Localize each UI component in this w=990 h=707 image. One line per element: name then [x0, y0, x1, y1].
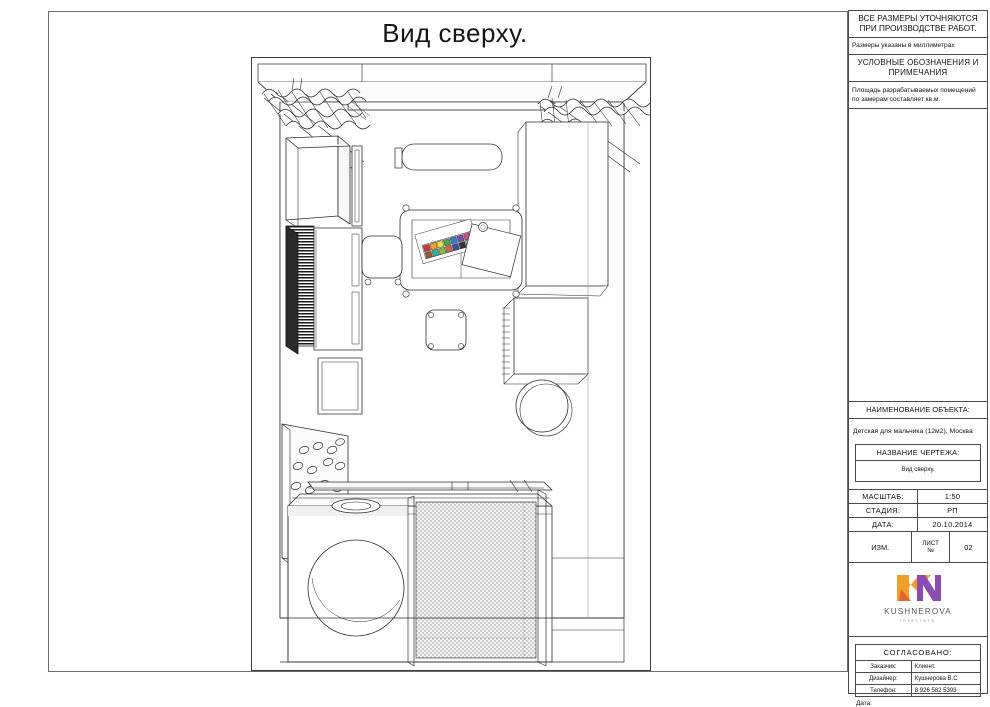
round-rug — [331, 498, 381, 514]
drawing-name-value: Вид сверху. — [901, 466, 935, 473]
page-title: Вид сверху. — [382, 18, 528, 48]
stage-label: СТАДИЯ: — [849, 504, 918, 517]
client-label: Заказчик: — [856, 661, 912, 672]
bunk-bed — [287, 479, 624, 667]
floor-plan-viewport — [251, 57, 651, 671]
object-name: Детская для мальчика (12м2), Москва — [853, 428, 973, 435]
drawing-name-header: НАЗВАНИЕ ЧЕРТЕЖА: — [856, 445, 980, 461]
title-block: ВСЕ РАЗМЕРЫ УТОЧНЯЮТСЯ ПРИ ПРОИЗВОДСТВЕ … — [848, 10, 988, 707]
left-wall-cabinets — [285, 135, 363, 415]
approval-header: СОГЛАСОВАНО: — [856, 645, 980, 661]
legend-header: УСЛОВНЫЕ ОБОЗНАЧЕНИЯ И ПРИМЕЧАНИЯ — [849, 55, 987, 82]
date-label: ДАТА: — [849, 518, 918, 531]
sheet-label-line1: ЛИСТ — [922, 539, 939, 547]
designer-value: Кушнерова В.С — [914, 675, 958, 682]
scale-label: МАСШТАБ: — [849, 490, 918, 503]
floor-plan-drawing — [257, 63, 650, 667]
phone-value: 8 926 582 5393 — [914, 687, 957, 694]
window-top — [347, 101, 555, 111]
designer-row: Дизайнер: Кушнерова В.С — [856, 673, 980, 685]
sheet-number: 02 — [964, 542, 973, 552]
notes-units: Размеры указаны в миллиметрах — [849, 38, 987, 55]
desk-chair — [361, 235, 403, 286]
drawing-name-box: НАЗВАНИЕ ЧЕРТЕЖА: Вид сверху. — [855, 444, 981, 482]
shelf-unit — [502, 297, 589, 385]
date-value: 20.10.2014 — [932, 520, 973, 529]
wall-bottom — [280, 617, 625, 663]
round-pouf — [515, 379, 573, 437]
stage-value: РП — [947, 506, 958, 515]
sheet-label: ЛИСТ № — [912, 532, 950, 562]
object-area: Детская для мальчика (12м2), Москва НАЗВ… — [849, 419, 987, 490]
sheet-label-line2: № — [927, 547, 934, 554]
object-header: НАИМЕНОВАНИЕ ОБЪЕКТА: — [849, 402, 987, 419]
phone-row: Телефон: 8 926 582 5393 — [856, 685, 980, 696]
date-row: ДАТА: 20.10.2014 — [849, 518, 987, 532]
company-logo: KUSHNEROVA interiors — [849, 563, 987, 637]
client-value: Клиент. — [914, 663, 936, 670]
logo-wordmark: KUSHNEROVA — [884, 607, 952, 616]
legend-body: Площадь разрабатываемых помещений по зам… — [849, 82, 987, 109]
scale-value: 1:50 — [944, 492, 961, 501]
notes-main: ВСЕ РАЗМЕРЫ УТОЧНЯЮТСЯ ПРИ ПРОИЗВОДСТВЕ … — [849, 11, 987, 38]
safety-net-panel — [415, 501, 537, 659]
tall-wardrobe — [517, 121, 609, 297]
approval-block: СОГЛАСОВАНО: Заказчик: Клиент. Дизайнер:… — [855, 644, 981, 697]
stage-row: СТАДИЯ: РП — [849, 504, 987, 518]
stool — [425, 309, 467, 351]
client-row: Заказчик: Клиент. — [856, 661, 980, 673]
signature-date-label: Дата: — [856, 700, 872, 707]
kushnerova-logo-icon — [897, 575, 941, 601]
revision-label: ИЗМ. — [849, 532, 913, 562]
paint-palette — [414, 218, 522, 278]
designer-label: Дизайнер: — [856, 673, 912, 684]
radiator — [394, 143, 503, 171]
title-block-spacer — [849, 109, 987, 402]
logo-subtitle: interiors — [899, 618, 937, 623]
revision-row: ИЗМ. ЛИСТ № 02 — [849, 532, 987, 563]
phone-label: Телефон: — [856, 685, 912, 696]
scale-row: МАСШТАБ: 1:50 — [849, 490, 987, 504]
